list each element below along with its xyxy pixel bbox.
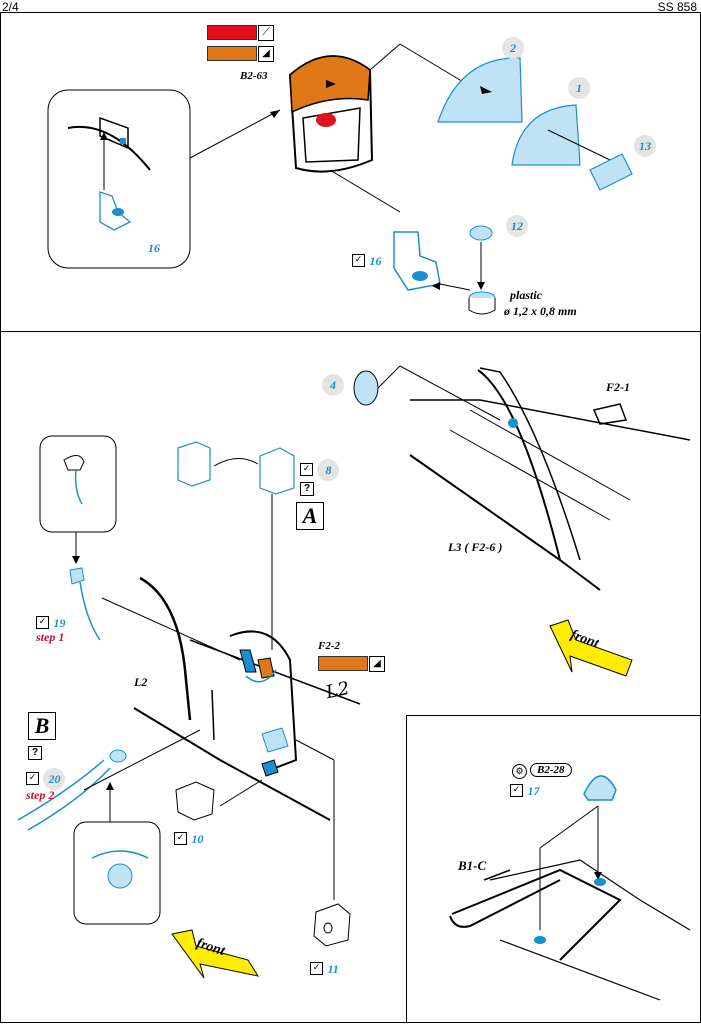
part-4-label: 4	[322, 374, 344, 396]
part-10-step: ✓ 10	[174, 830, 203, 848]
part-8-step: ✓ 8	[300, 459, 340, 481]
part-20-step: ✓ 20	[26, 768, 66, 790]
question-box: ?	[300, 482, 314, 496]
f2-2-label: F2-2	[318, 640, 340, 652]
kit-code: SS 858	[657, 0, 697, 14]
part-19-step: ✓ 19	[36, 614, 65, 632]
part-16-step: ✓ 16	[352, 252, 381, 270]
part-12-label: 12	[506, 215, 528, 237]
part-11-step: ✓ 11	[310, 960, 339, 978]
part-13-label: 13	[634, 135, 656, 157]
check-icon: ✓	[26, 772, 39, 786]
orange-color-chip	[207, 46, 257, 61]
check-icon: ✓	[174, 832, 187, 846]
part-1-label: 1	[568, 77, 590, 99]
part-20-label: 20	[43, 768, 66, 790]
part-16-label: 16	[369, 254, 382, 268]
part-8-label: 8	[317, 459, 340, 481]
red-color-chip	[207, 25, 257, 40]
part-17-step: ✓ 17	[510, 782, 539, 800]
page-number: 2/4	[2, 0, 19, 14]
b1-c-label: B1-C	[458, 858, 487, 873]
check-icon: ✓	[510, 784, 523, 798]
l3-label: L3 ( F2-6 )	[448, 540, 503, 554]
part-10-label: 10	[191, 832, 204, 846]
check-icon: ✓	[300, 463, 313, 477]
inset-part-16-label: 16	[148, 241, 160, 255]
part-2-label: 2	[502, 37, 524, 59]
section-b-label: B	[28, 712, 56, 740]
gradient-icon: ◢	[258, 46, 274, 62]
check-icon: ✓	[310, 962, 323, 976]
gradient-icon: ◢	[369, 656, 385, 672]
part-17-label: 17	[527, 784, 540, 798]
f2-2-orange-chip	[318, 656, 368, 671]
brush-icon: ⟋	[258, 25, 274, 41]
plastic-label: plastic	[510, 288, 542, 302]
part-11-label: 11	[327, 962, 339, 976]
gear-icon: ⚙	[512, 764, 527, 779]
question-box-b: ?	[28, 746, 42, 760]
check-icon: ✓	[352, 254, 365, 268]
step-2-label: step 2	[26, 788, 55, 802]
color-ref-label: B2-63	[240, 70, 268, 82]
f2-1-label: F2-1	[606, 380, 630, 394]
plastic-dimensions: ø 1,2 x 0,8 mm	[504, 304, 577, 318]
section-a-label: A	[296, 502, 324, 530]
part-19-label: 19	[53, 616, 66, 630]
check-icon: ✓	[36, 616, 49, 630]
l2-label: L2	[134, 675, 148, 689]
b2-28-ref: B2-28	[530, 763, 572, 777]
step-1-label: step 1	[36, 630, 65, 644]
